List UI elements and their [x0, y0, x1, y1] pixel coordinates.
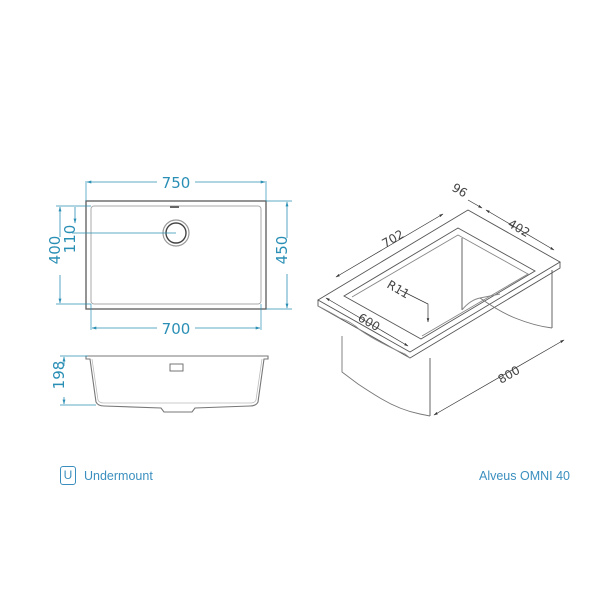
dim-drain-offset: 110 — [61, 225, 79, 254]
sink-outer-rim — [85, 200, 267, 310]
overflow-slot — [170, 206, 179, 208]
isometric-view — [317, 199, 565, 417]
dim-width-inner: 700 — [162, 320, 191, 338]
dim-length: 702 — [380, 227, 407, 251]
undermount-icon: U — [60, 466, 76, 485]
mount-label: Undermount — [84, 468, 153, 483]
dim-rim: 96 — [450, 180, 470, 200]
dim-depth: 198 — [50, 361, 68, 390]
overflow-slot-side — [169, 363, 184, 372]
dim-height-inner: 400 — [46, 236, 64, 265]
sink-profile — [85, 355, 269, 413]
model-name: Alveus OMNI 40 — [478, 469, 570, 483]
dim-height-outer: 450 — [273, 236, 291, 265]
top-view: 750 700 450 400 110 — [46, 174, 292, 338]
sink-inner-bowl — [90, 205, 262, 305]
side-view: 198 — [50, 355, 269, 413]
dim-width-outer: 750 — [162, 174, 191, 192]
mount-type: U Undermount — [60, 466, 153, 485]
